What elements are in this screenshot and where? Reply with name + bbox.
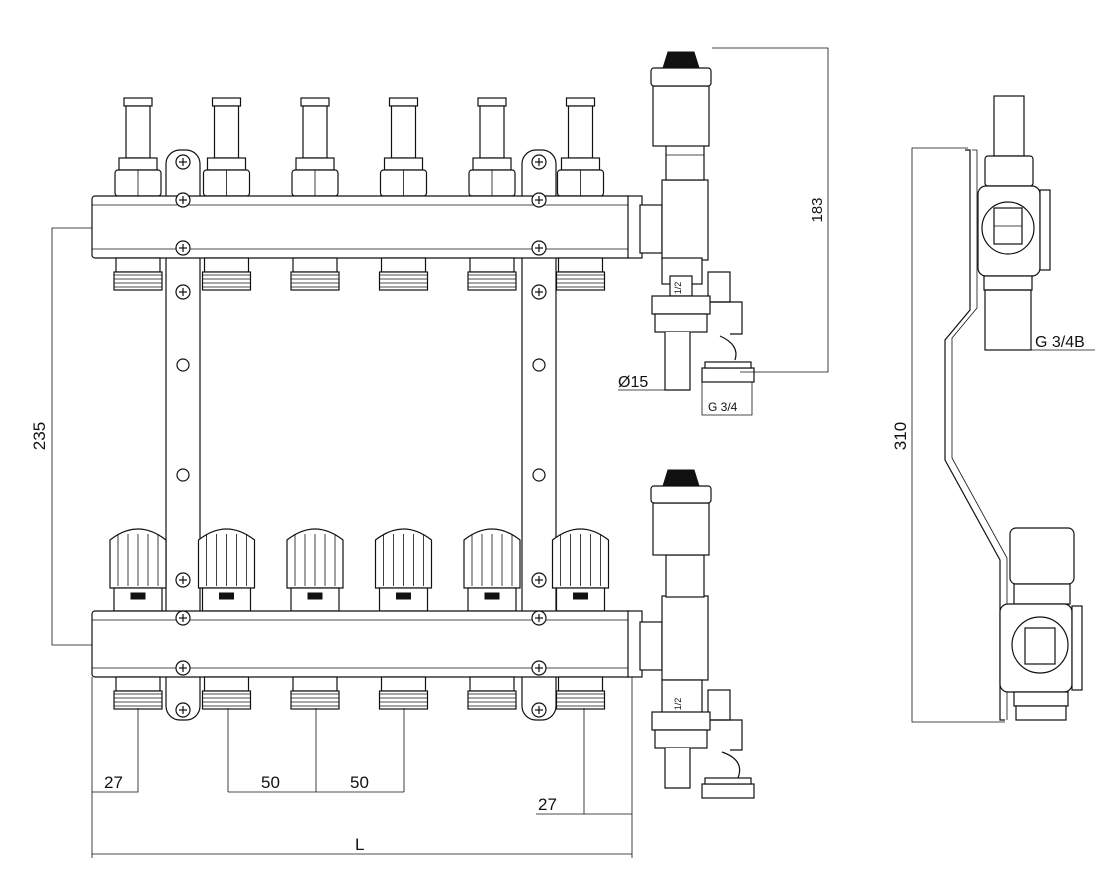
- flow-meter: [291, 97, 339, 197]
- outlet-lower: [290, 676, 340, 710]
- dim-spacing-50-a: 50: [261, 773, 280, 792]
- screw: [175, 154, 191, 170]
- screw: [531, 240, 547, 256]
- screw: [531, 572, 547, 588]
- screw: [175, 660, 191, 676]
- screw: [175, 572, 191, 588]
- dim-diameter-15: Ø15: [618, 374, 648, 391]
- dim-310: 310: [891, 422, 910, 450]
- screw: [175, 192, 191, 208]
- lower-outlets: [113, 676, 606, 710]
- bracket-left: [165, 149, 201, 721]
- dim-total-length: L: [355, 835, 364, 854]
- valve-cap: [374, 528, 433, 612]
- flow-meter: [468, 97, 516, 197]
- screw: [175, 610, 191, 626]
- side-view: [944, 95, 1083, 721]
- lower-end-assembly: [639, 469, 755, 799]
- screw: [531, 154, 547, 170]
- outlet-lower: [467, 676, 517, 710]
- valve-label-lower: 1/2: [673, 698, 683, 711]
- screw: [531, 702, 547, 718]
- outlet-lower: [201, 676, 252, 710]
- dim-drain-thread: G 3/4: [708, 400, 738, 414]
- dim-27-right: 27: [538, 795, 557, 814]
- valve-cap: [463, 528, 521, 612]
- valve-cap: [286, 528, 344, 612]
- outlet-lower: [555, 676, 606, 710]
- outlet-lower: [113, 676, 163, 710]
- dim-27-left: 27: [104, 773, 123, 792]
- flow-meter: [202, 97, 251, 197]
- valve-cap: [197, 528, 256, 612]
- screw: [175, 284, 191, 300]
- dim-235: 235: [30, 422, 49, 450]
- valve-cap: [109, 528, 167, 612]
- screw: [531, 284, 547, 300]
- dimension-lines: [51, 47, 1095, 858]
- outlet-upper: [113, 257, 163, 291]
- screw: [531, 610, 547, 626]
- screw: [531, 192, 547, 208]
- upper-outlets: [113, 257, 606, 291]
- valve-cap: [551, 528, 610, 612]
- valve-label-upper: 1/2: [673, 282, 683, 295]
- dim-outlet-thread: G 3/4B: [1035, 334, 1085, 351]
- dim-183: 183: [809, 197, 826, 222]
- lower-manifold-bar: [91, 610, 643, 678]
- outlet-upper: [378, 257, 429, 291]
- screw: [175, 240, 191, 256]
- upper-flow-meters: [114, 97, 605, 197]
- outlet-upper: [201, 257, 252, 291]
- flow-meter: [114, 97, 162, 197]
- flow-meter: [379, 97, 428, 197]
- outlet-upper: [555, 257, 606, 291]
- bracket-right: [521, 149, 557, 721]
- dim-spacing-50-b: 50: [350, 773, 369, 792]
- upper-end-assembly: [639, 51, 755, 391]
- upper-manifold-bar: [91, 195, 643, 259]
- lower-valve-caps: [109, 528, 610, 612]
- outlet-upper: [467, 257, 517, 291]
- screw: [175, 702, 191, 718]
- outlet-lower: [378, 676, 429, 710]
- bracket-screws: [175, 154, 547, 718]
- screw: [531, 660, 547, 676]
- outlet-upper: [290, 257, 340, 291]
- flow-meter: [556, 97, 605, 197]
